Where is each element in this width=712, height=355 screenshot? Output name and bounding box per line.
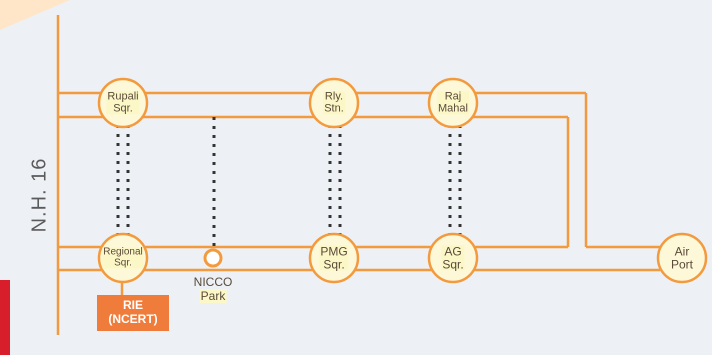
- node-label-line: Rupali: [107, 90, 139, 103]
- node-label-line: Stn.: [324, 102, 344, 114]
- node-label-line: PMG: [320, 244, 348, 259]
- nicco-park-marker: [203, 248, 223, 268]
- node-air-port: [656, 232, 708, 284]
- node-label-line: Mahal: [438, 102, 468, 114]
- rie-line2: (NCERT): [108, 312, 158, 326]
- node-label-regional-sqr: Regional Sqr.: [102, 246, 144, 269]
- nicco-park-line1: NICCO: [193, 275, 233, 289]
- dotted-connectors: [116, 117, 462, 250]
- node-label-rly-stn: Rly. Stn.: [323, 90, 345, 115]
- node-label-line: Raj: [444, 90, 462, 103]
- node-label-air-port: Air Port: [670, 245, 694, 270]
- rie-line1: RIE: [122, 298, 143, 313]
- node-label-line: Sqr.: [113, 102, 133, 114]
- node-label-pmg-sqr: PMG Sqr.: [319, 244, 349, 271]
- node-label-raj-mahal: Raj Mahal: [437, 90, 469, 115]
- node-label-rupali-sqr: Rupali Sqr.: [106, 90, 140, 115]
- node-label-line: Port: [670, 257, 694, 271]
- node-label-line: Rly.: [324, 90, 344, 103]
- node-label-line: Sqr.: [114, 257, 132, 268]
- highway-label: N.H. 16: [28, 157, 51, 233]
- nicco-park-label: NICCO Park: [193, 275, 233, 304]
- rie-ncert-box: RIE (NCERT): [97, 295, 169, 331]
- corner-accent: [0, 0, 70, 30]
- node-label-line: Sqr.: [442, 257, 464, 271]
- node-label-ag-sqr: AG Sqr.: [441, 244, 465, 271]
- edge-accent: [0, 280, 10, 355]
- nicco-park-line2: Park: [199, 288, 227, 303]
- node-label-line: Air: [674, 244, 690, 259]
- node-label-line: Sqr.: [323, 257, 345, 271]
- node-label-line: AG: [444, 244, 462, 259]
- node-label-line: Regional: [103, 246, 143, 258]
